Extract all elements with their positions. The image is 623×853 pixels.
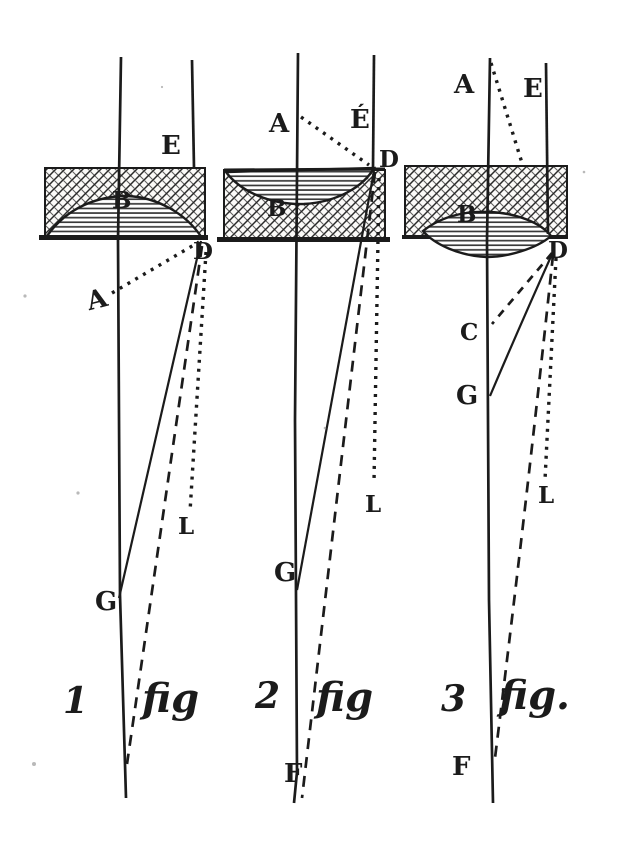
- fig1-label-B: B: [112, 187, 131, 214]
- fig3-label-C: C: [460, 319, 478, 346]
- fig1-label-A: A: [83, 283, 112, 317]
- fig2-lens-board: [217, 166, 390, 242]
- fig3-refracted-ray-dotted: [543, 257, 558, 481]
- fig1-number: 1: [63, 680, 88, 722]
- fig3-label-B: B: [457, 201, 476, 228]
- fig2-label-G: G: [274, 558, 296, 588]
- fig1-refracted-ray-dotted: [188, 251, 208, 513]
- fig2-label-E: É: [350, 103, 370, 135]
- fig3-caption: fig.: [496, 672, 570, 719]
- fig2-label-A: A: [268, 109, 290, 139]
- fig1-incident-ray-dotted: [111, 240, 200, 295]
- fig3-label-L: L: [538, 482, 554, 509]
- fig1-axis-line: [116, 56, 128, 799]
- fig1-lens: [45, 194, 205, 240]
- fig2-refracted-ray-solid: [295, 170, 376, 591]
- fig2-label-F: F: [284, 759, 303, 789]
- fig3-refracted-ray-dashed: [493, 254, 555, 759]
- fig3-incident-ray-dotted: [489, 62, 524, 164]
- fig3-lens-board: [402, 165, 568, 259]
- fig1-refracted-ray-solid: [117, 240, 203, 599]
- fig2-refracted-ray-dashed: [300, 171, 377, 799]
- figure-2: A É D B G L F 2 fig: [217, 52, 399, 804]
- fig1-label-D: D: [193, 238, 213, 265]
- fig1-label-E: E: [161, 131, 181, 161]
- fig3-e-line: [544, 62, 550, 235]
- fig1-label-G: G: [95, 587, 117, 617]
- fig1-e-line: [190, 59, 196, 169]
- fig1-caption: fig: [139, 675, 199, 722]
- fig2-board-top-line: [223, 167, 386, 172]
- fig2-label-L: L: [365, 491, 381, 518]
- fig3-label-G: G: [456, 381, 478, 411]
- fig3-label-E: E: [523, 74, 543, 104]
- fig2-lens: [223, 166, 377, 206]
- fig3-label-A: A: [453, 70, 475, 100]
- fig1-label-L: L: [178, 513, 194, 540]
- fig2-refracted-ray-dotted: [372, 177, 381, 483]
- fig2-label-B: B: [267, 195, 286, 222]
- fig3-label-D: D: [548, 237, 568, 264]
- figure-3: A E B D C G L F 3 fig.: [402, 57, 570, 804]
- fig3-number: 3: [441, 678, 466, 720]
- fig2-axis-line: [292, 52, 300, 804]
- fig2-caption: fig: [313, 674, 373, 721]
- fig1-lens-board: [39, 167, 208, 240]
- fig2-number: 2: [254, 675, 280, 717]
- scan-specks: [23, 85, 586, 766]
- fig3-refracted-ray-solid: [488, 251, 555, 397]
- fig2-label-D: D: [379, 146, 399, 173]
- fig3-axis-line: [485, 57, 495, 804]
- figure-1: E B D A G L 1 fig: [39, 56, 213, 799]
- fig3-ray-to-C-dashed: [490, 252, 554, 325]
- fig3-label-F: F: [452, 752, 471, 782]
- fig2-e-line: [371, 54, 376, 169]
